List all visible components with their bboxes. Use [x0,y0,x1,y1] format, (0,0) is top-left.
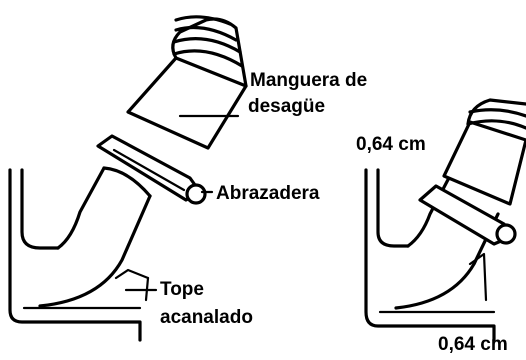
right-hose-rib-1 [468,108,526,118]
right-outlet-outer [406,170,454,248]
left-outlet-inner [38,194,152,308]
left-drain-outlet [8,166,152,342]
stop-label-line2: acanalado [160,307,253,328]
top-gap-dimension: 0,64 cm [356,134,426,155]
right-hose-body [442,120,526,206]
grooved-stop [114,268,150,280]
right-assembled [364,98,526,342]
right-clamp-eye [495,223,517,245]
left-hose-body [126,56,248,150]
left-hose-rib-3 [172,49,244,68]
hose-label-line1: Manguera de [250,70,368,91]
right-tub-inner [376,168,410,248]
right-outlet-inner [394,212,500,310]
right-hose-rib-outline [466,98,526,126]
clamp-label: Abrazadera [216,183,320,204]
bottom-gap-dimension: 0,64 cm [438,334,508,355]
left-hose-rib-1 [174,25,238,42]
stop-label-line1: Tope [160,279,204,300]
left-tub-inner [20,168,60,250]
right-tub-wall [364,168,496,342]
left-hose-rib-4 [174,15,232,26]
hose-label-line2: desagüe [248,96,326,117]
right-stop [468,252,488,302]
left-outlet-outer [56,166,106,250]
left-clamp-line [112,148,186,192]
left-hose-clamp [96,134,207,205]
left-drain-hose [126,15,248,150]
left-clamp-eye [185,183,207,205]
left-hose-rib-2 [172,37,242,54]
left-outlet-rim [102,166,152,198]
left-tub-wall [8,168,142,342]
right-hose-rib-2 [466,119,526,130]
